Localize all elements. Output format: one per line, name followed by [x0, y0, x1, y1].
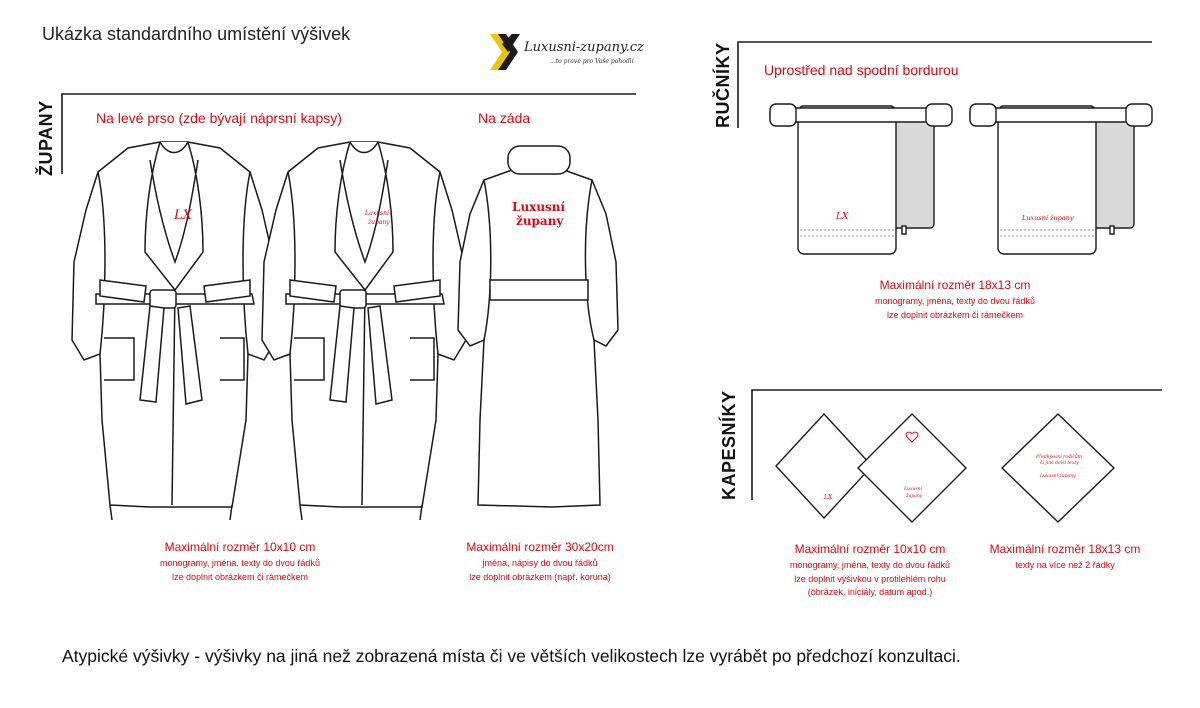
logo-x-icon — [490, 34, 520, 70]
handkerchiefs — [775, 412, 1116, 523]
robe-front-caption: Maximální rozměr 10x10 cm monogramy, jmé… — [120, 538, 360, 584]
caption-title: Maximální rozměr 18x13 cm — [989, 542, 1141, 556]
caption-line: lze doplnit obrázkem (např. koruna) — [469, 571, 611, 582]
robe-back-emb-line2: župany — [516, 214, 564, 228]
robe-front-heading: Na levé prso (zde bývají náprsní kapsy) — [96, 110, 342, 126]
robe-back — [457, 145, 619, 508]
caption-line: lze doplnit obrázkem či rámečkem — [171, 571, 309, 582]
caption-line: (obrázek, iniciály, datum apod.) — [807, 587, 933, 598]
towel-2 — [969, 103, 1153, 255]
robe-back-heading: Na záda — [478, 110, 531, 126]
caption-line: texty na více než 2 řádky — [1015, 559, 1115, 570]
hanky-left-caption: Maximální rozměr 10x10 cm monogramy, jmé… — [750, 540, 990, 600]
robe-front-2 — [261, 141, 467, 521]
robe-monogram: LX — [174, 208, 192, 223]
caption-title: Maximální rozměr 10x10 cm — [164, 540, 316, 554]
caption-line: monogramy, jména, texty do dvou řádků — [875, 295, 1035, 306]
towel-text-sample: Luxusní župany — [1022, 214, 1074, 222]
robe-back-caption: Maximální rozměr 30x20cm jména, nápisy d… — [420, 538, 660, 584]
robe-name-line1: Luxusní — [365, 210, 389, 217]
hanky-name-line1: Luxusní — [904, 487, 922, 492]
logo-text: Luxusni-zupany.cz — [524, 40, 644, 55]
hanky-multi-line3: Luxusní župany — [1040, 474, 1076, 479]
towel-1 — [769, 103, 953, 255]
caption-line: monogramy, jména, texty do dvou řádků — [160, 557, 320, 568]
section-dividers — [61, 41, 1162, 500]
caption-line: lze doplnit obrázkem či rámečkem — [886, 309, 1024, 320]
caption-title: Maximální rozměr 30x20cm — [466, 540, 614, 554]
page-title: Ukázka standardního umístění výšivek — [42, 24, 351, 44]
hanky-right-caption: Maximální rozměr 18x13 cm texty na více … — [960, 540, 1170, 573]
towel-caption: Maximální rozměr 18x13 cm monogramy, jmé… — [830, 276, 1080, 322]
caption-title: Maximální rozměr 18x13 cm — [879, 278, 1031, 292]
heart-icon — [905, 431, 919, 443]
hanky-monogram: LX — [824, 494, 833, 501]
caption-line: monogramy, jména, texty do dvou řádků — [790, 559, 950, 570]
footer-note: Atypické výšivky - výšivky na jiná než z… — [62, 646, 961, 666]
caption-line: lze doplnit výšivkou v protilehlém rohu — [794, 573, 946, 584]
robe-name-line2: župany — [368, 219, 390, 226]
towel-heading: Uprostřed nad spodní bordurou — [764, 62, 959, 78]
caption-title: Maximální rozměr 10x10 cm — [794, 542, 946, 556]
logo-tagline: ...to pravé pro Vaše pohodlí — [550, 58, 634, 65]
hanky-name-line2: župany — [906, 494, 923, 499]
robe-back-emb-line1: Luxusní — [512, 200, 566, 214]
caption-line: jména, nápisy do dvou řádků — [482, 557, 598, 568]
hanky-multi-line1: Předkposní rodičům — [1036, 455, 1082, 460]
robe-front-1 — [71, 141, 277, 521]
towel-monogram: LX — [836, 212, 849, 222]
brand-logo[interactable]: Luxusni-zupany.cz ...to pravé pro Vaše p… — [488, 30, 644, 74]
hanky-multi-line2: či jiné delší texty — [1040, 461, 1079, 466]
